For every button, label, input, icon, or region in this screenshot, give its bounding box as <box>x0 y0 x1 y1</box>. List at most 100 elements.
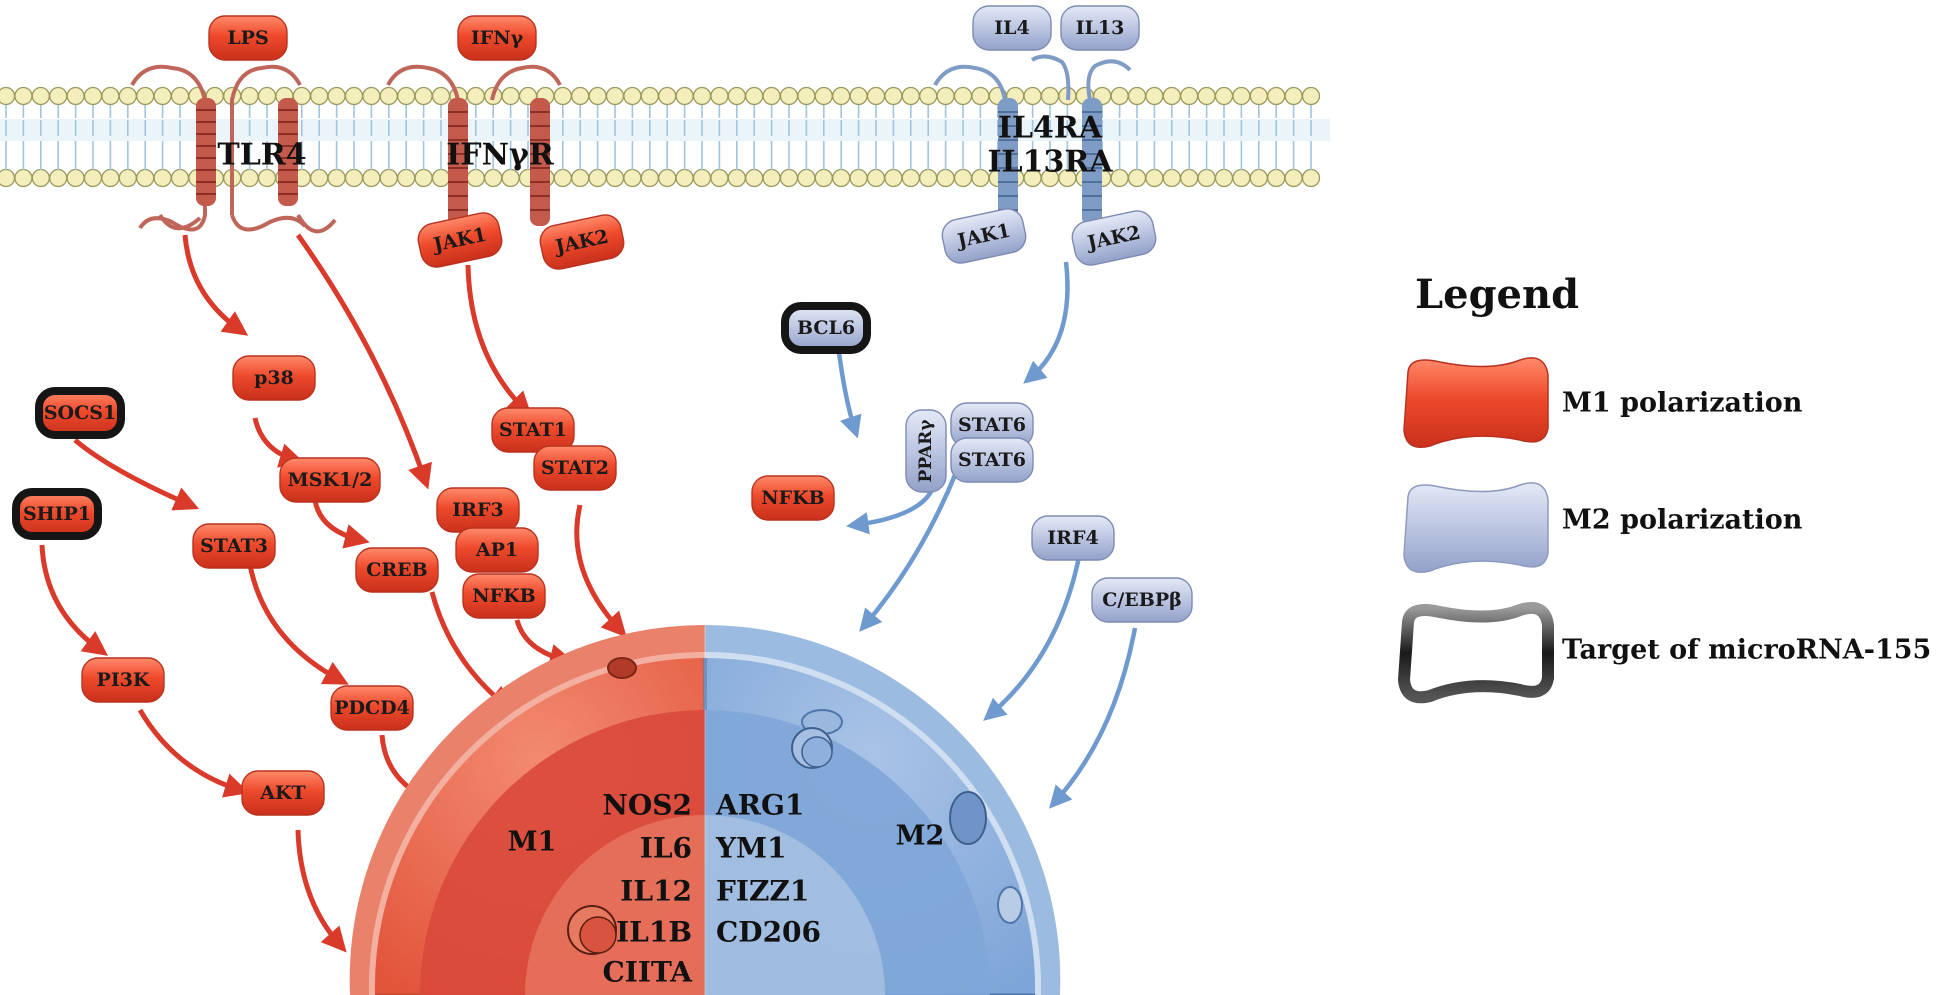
ligand-il4-label: IL4 <box>994 17 1029 39</box>
node-irf3: IRF3 <box>436 487 520 533</box>
il13ra-label: IL13RA <box>987 145 1113 180</box>
ligand-lps-shape <box>208 15 288 61</box>
kinase-jak1-left: JAK1 <box>417 212 503 268</box>
arrow-msk-creb <box>312 499 370 549</box>
arrow-cebpb-nucleus <box>1048 627 1138 809</box>
node-stat6-bottom-shape <box>950 437 1034 483</box>
node-pi3k-shape <box>81 657 165 703</box>
node-stat6-bottom: STAT6 <box>950 437 1034 483</box>
legend-m2-label: M2 polarization <box>1562 505 1803 536</box>
node-stat3-label: STAT3 <box>200 535 268 557</box>
node-pi3k-label: PI3K <box>97 669 151 691</box>
node-bcl6-label: BCL6 <box>797 317 855 339</box>
kinase-jak1-right-shape <box>941 208 1027 264</box>
ligand-ifng: IFNγ <box>457 15 537 61</box>
node-nfkb-left-label: NFKB <box>472 585 535 607</box>
arrow-creb-nucleus <box>429 591 513 712</box>
node-msk12: MSK1/2 <box>279 457 381 503</box>
node-ap1-shape <box>455 527 539 573</box>
node-p38: p38 <box>232 355 316 401</box>
il4ra-il13ra-receptor <box>933 54 1152 236</box>
node-nfkb-mid: NFKB <box>751 475 835 521</box>
m2-gene: YM1 <box>715 832 786 865</box>
ligand-il4-shape <box>972 5 1052 51</box>
node-ap1-label: AP1 <box>475 539 518 561</box>
arrow-pi3k-akt <box>137 708 250 798</box>
node-cebpb-shape <box>1091 577 1193 623</box>
node-pdcd4-label: PDCD4 <box>334 697 410 719</box>
node-akt-label: AKT <box>259 782 305 804</box>
node-stat3-shape <box>192 523 276 569</box>
ligand-il4: IL4 <box>972 5 1052 51</box>
ligand-lps: LPS <box>208 15 288 61</box>
node-stat2-label: STAT2 <box>541 457 609 479</box>
m1-gene: IL1B <box>616 916 692 949</box>
node-akt: AKT <box>241 770 325 816</box>
node-socs1: SOCS1 <box>35 387 125 439</box>
tlr4-receptor <box>130 64 337 234</box>
node-irf3-label: IRF3 <box>452 499 503 521</box>
legend-title: Legend <box>1415 271 1579 318</box>
node-pparg-shape <box>905 409 947 493</box>
m1-arrows <box>39 233 627 953</box>
node-pdcd4-shape <box>330 685 414 731</box>
node-nfkb-mid-label: NFKB <box>761 487 824 509</box>
node-stat2: STAT2 <box>533 445 617 491</box>
node-nfkb-left-shape <box>462 573 546 619</box>
il4ra-label: IL4RA <box>998 111 1103 146</box>
node-ship1-label: SHIP1 <box>23 503 91 525</box>
node-cebpb: C/EBPβ <box>1091 577 1193 623</box>
nucleus-m2-label: M2 <box>896 821 945 852</box>
node-ap1: AP1 <box>455 527 539 573</box>
m1-gene: NOS2 <box>602 789 692 822</box>
tlr4-label: TLR4 <box>217 138 306 173</box>
kinase-jak1-left-shape <box>417 212 503 268</box>
m1-gene: IL6 <box>640 832 692 865</box>
node-irf4-shape <box>1031 515 1115 561</box>
ligand-il13-shape <box>1060 5 1140 51</box>
arrow-nfkb-nucleus <box>514 619 575 669</box>
nucleus-m1-label: M1 <box>508 827 557 858</box>
node-msk12-label: MSK1/2 <box>288 469 373 491</box>
nucleoli <box>567 727 833 955</box>
arrow-tlr4-irf3 <box>295 233 432 490</box>
node-msk12-shape <box>279 457 381 503</box>
ligand-il13-label: IL13 <box>1076 17 1125 39</box>
node-stat1-shape <box>491 407 575 453</box>
legend-m2-swatch <box>1403 482 1549 573</box>
m2-gene-list: ARG1 YM1 FIZZ1 CD206 <box>715 789 821 949</box>
kinase-jak2-right: JAK2 <box>1071 210 1157 266</box>
node-stat6-top: STAT6 <box>950 402 1034 448</box>
arrow-bcl6-nfkb <box>835 344 862 439</box>
kinase-jak1-right: JAK1 <box>941 208 1027 264</box>
node-bcl6: BCL6 <box>781 302 871 354</box>
kinase-jak2-left-shape <box>539 214 625 270</box>
m1-gene: CIITA <box>602 956 693 989</box>
node-pparg: PPARγ <box>905 409 947 493</box>
m1-gene-list: NOS2 IL6 IL12 IL1B CIITA <box>602 789 693 989</box>
node-creb-label: CREB <box>366 559 427 581</box>
node-ship1-shape <box>12 488 102 540</box>
ligand-ifng-label: IFNγ <box>471 27 524 49</box>
arrow-jak-stat6 <box>1023 261 1070 384</box>
kinase-jak2-left: JAK2 <box>539 214 625 270</box>
legend-m1-label: M1 polarization <box>1562 388 1803 419</box>
node-stat1: STAT1 <box>491 407 575 453</box>
node-p38-label: p38 <box>254 367 294 389</box>
node-akt-shape <box>241 770 325 816</box>
node-stat3: STAT3 <box>192 523 276 569</box>
ligand-lps-label: LPS <box>227 27 268 49</box>
arrow-stat2-nucleus <box>574 504 627 638</box>
legend: Legend M1 polarization M2 polarization T… <box>1397 271 1931 704</box>
node-nfkb-mid-shape <box>751 475 835 521</box>
node-irf4: IRF4 <box>1031 515 1115 561</box>
node-irf4-label: IRF4 <box>1047 527 1098 549</box>
arrow-p38-msk <box>252 417 305 468</box>
arrow-akt-nucleus <box>295 829 347 953</box>
nucleus <box>349 624 1061 995</box>
node-stat6-top-label: STAT6 <box>958 414 1026 436</box>
node-pi3k: PI3K <box>81 657 165 703</box>
m2-gene: ARG1 <box>715 789 804 822</box>
m1-gene: IL12 <box>620 875 692 908</box>
